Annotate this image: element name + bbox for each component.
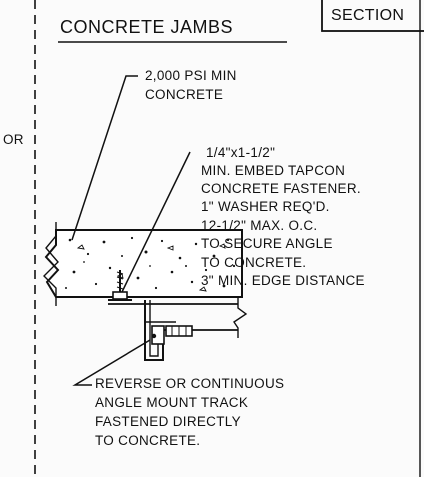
angle-mount-track: [144, 300, 193, 361]
track-note-line-3: FASTENED DIRECTLY: [95, 414, 241, 429]
fastener-note-line-2: MIN. EMBED TAPCON: [201, 163, 346, 178]
fastener-note-line-5: 12-1/2" MAX. O.C.: [201, 218, 318, 233]
leader-concrete: [71, 75, 138, 241]
section-label: SECTION: [331, 7, 405, 24]
leader-fastener: [121, 151, 191, 293]
track-note-line-4: TO CONCRETE.: [95, 433, 201, 448]
track-note-line-2: ANGLE MOUNT TRACK: [95, 395, 249, 410]
left-margin-fragment: OR: [3, 132, 24, 147]
fastener-note-line-7: TO CONCRETE.: [201, 255, 307, 270]
detail-title: CONCRETE JAMBS: [60, 17, 234, 37]
fastener-note-line-4: 1" WASHER REQ'D.: [201, 199, 330, 214]
fastener-note-line-3: CONCRETE FASTENER.: [201, 181, 361, 196]
fastener-note-line-8: 3" MIN. EDGE DISTANCE: [201, 273, 365, 288]
tapcon-fastener: [108, 270, 132, 301]
fastener-note-line-1: 1/4"x1-1/2": [206, 145, 276, 160]
concrete-note-line-2: CONCRETE: [145, 87, 224, 102]
concrete-slab: [43, 222, 243, 306]
track-note-line-1: REVERSE OR CONTINUOUS: [95, 376, 285, 391]
leader-track: [72, 339, 151, 386]
fastener-note-line-6: TO SECURE ANGLE: [201, 236, 333, 251]
section-label-box: [321, 0, 424, 32]
concrete-note-line-1: 2,000 PSI MIN: [145, 68, 237, 83]
